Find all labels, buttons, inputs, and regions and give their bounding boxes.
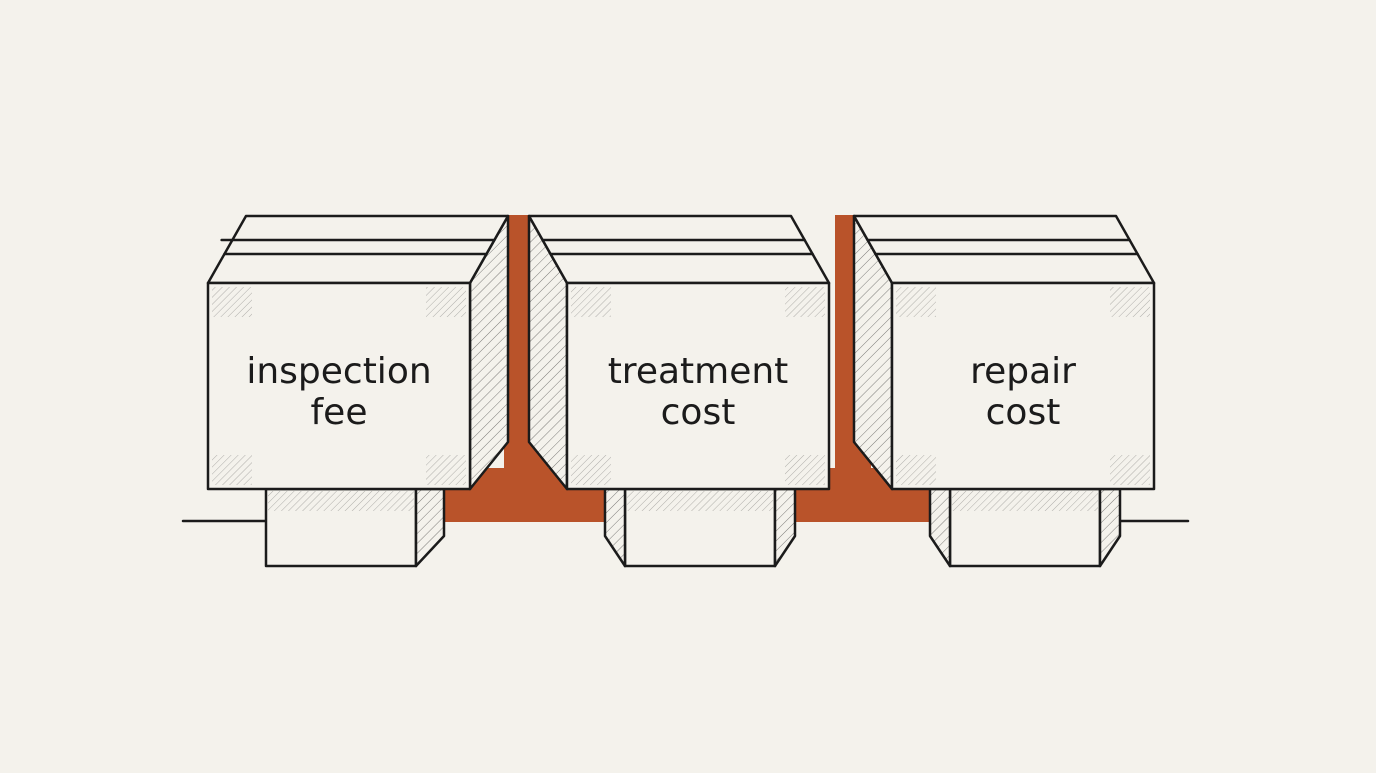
box-label-line1: treatment — [608, 351, 789, 392]
box-top-face — [852, 214, 1156, 285]
box-label-line2: fee — [311, 392, 368, 433]
pedestal-block — [264, 487, 446, 568]
box-label-line2: cost — [986, 392, 1061, 433]
box-top-face — [206, 214, 510, 285]
box-front-face — [565, 281, 831, 491]
pedestal-block — [928, 487, 1122, 568]
box-label-line2: cost — [661, 392, 736, 433]
box-top-face — [527, 214, 831, 285]
box-label-line1: inspection — [246, 351, 431, 392]
box-front-face — [206, 281, 472, 491]
box-label-line1: repair — [970, 351, 1076, 392]
box-front-face — [890, 281, 1156, 491]
pedestal-block — [603, 487, 797, 568]
